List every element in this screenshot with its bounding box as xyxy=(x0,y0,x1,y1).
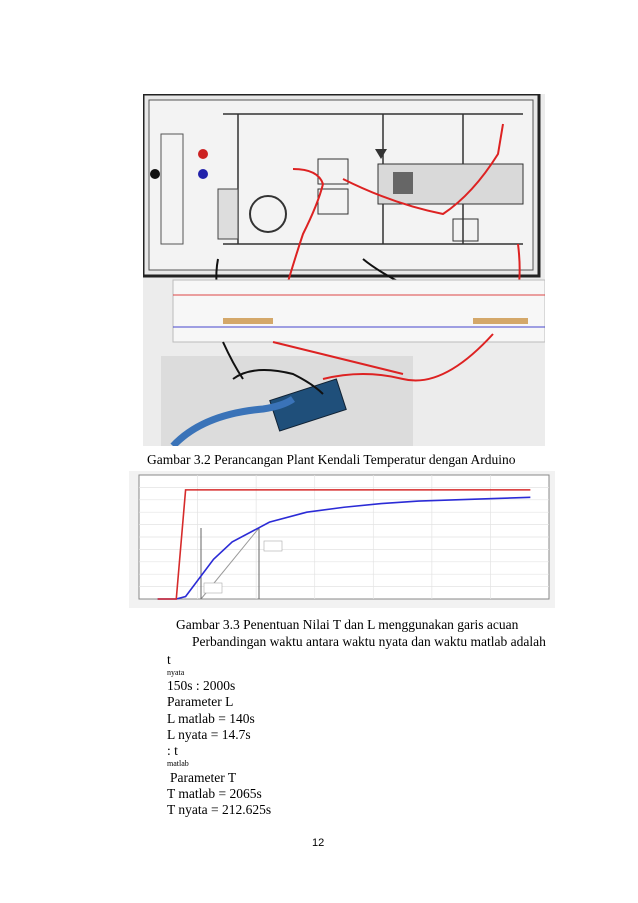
intro-paragraph: Perbandingan waktu antara waktu nyata da… xyxy=(192,634,546,649)
t-matlab-symbol: : t xyxy=(167,743,178,758)
ratio-line: 150s : 2000s xyxy=(167,678,236,693)
series-line-0 xyxy=(157,496,531,600)
l-nyata-line: L nyata = 14.7s xyxy=(167,727,251,742)
t-subscript-nyata: nyata xyxy=(167,668,185,677)
t-symbol: t xyxy=(167,652,171,667)
step-response-plot xyxy=(138,474,550,600)
t-nyata-line: T nyata = 212.625s xyxy=(167,802,272,817)
series-layer xyxy=(157,489,531,600)
parameter-t-heading: Parameter T xyxy=(170,770,237,785)
datatip-l xyxy=(203,582,223,594)
series-line-1 xyxy=(157,489,531,600)
t-matlab-line: T matlab = 2065s xyxy=(167,786,262,801)
datatip-t xyxy=(263,540,283,552)
parameter-l-heading: Parameter L xyxy=(167,694,234,709)
figure-plant-photo xyxy=(141,92,546,449)
page-number: 12 xyxy=(312,837,325,849)
figure-caption-3-3: Gambar 3.3 Penentuan Nilai T dan L mengg… xyxy=(176,617,519,632)
figure-caption-3-2: Gambar 3.2 Perancangan Plant Kendali Tem… xyxy=(147,452,516,467)
plant-photo-illustration xyxy=(141,92,546,449)
l-matlab-line: L matlab = 140s xyxy=(167,711,255,726)
plot-grid xyxy=(139,475,549,599)
figure-step-response-chart xyxy=(129,471,555,608)
t-subscript-matlab: matlab xyxy=(167,759,189,768)
